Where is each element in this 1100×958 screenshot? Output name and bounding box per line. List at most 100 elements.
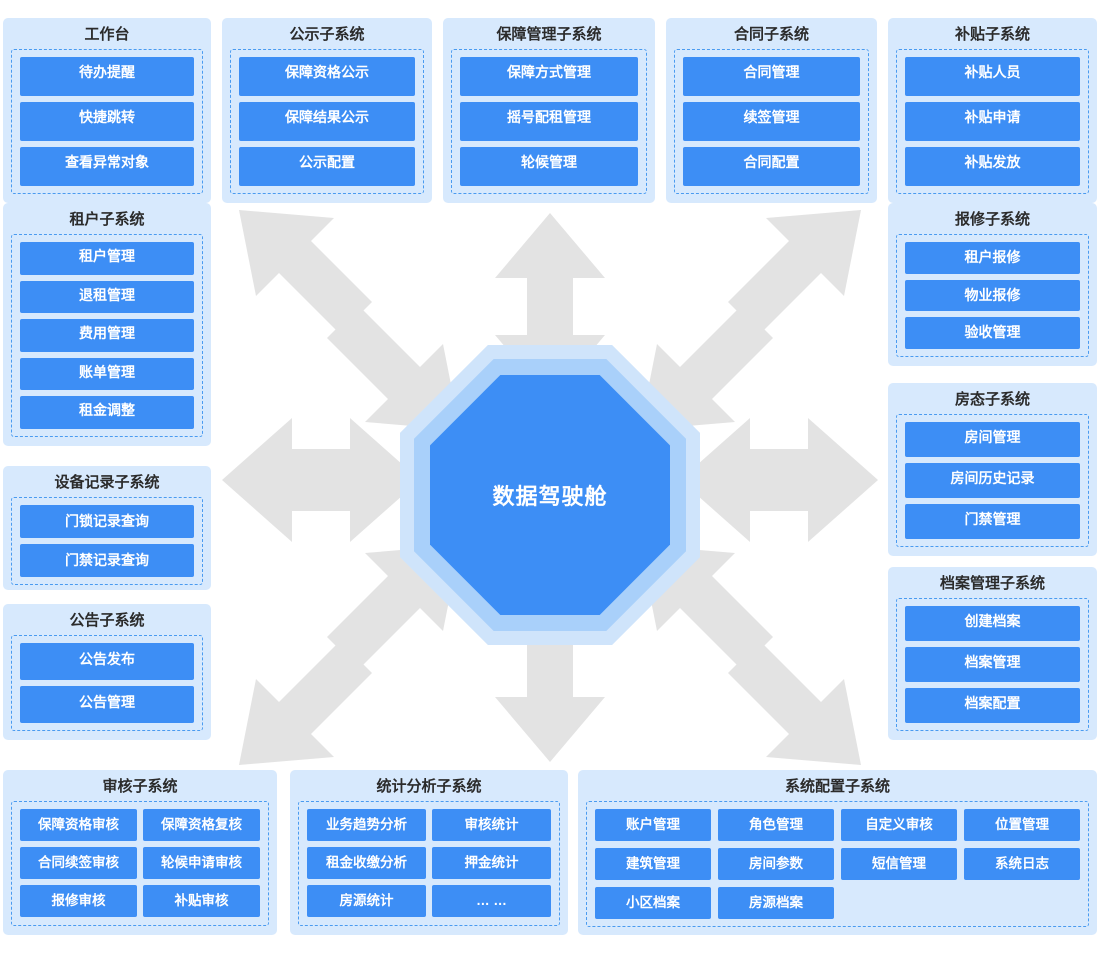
module-item[interactable]: 创建档案 — [905, 606, 1080, 641]
module-item[interactable]: 保障资格审核 — [20, 809, 137, 841]
module-item[interactable]: 待办提醒 — [20, 57, 194, 96]
module-item[interactable]: 业务趋势分析 — [307, 809, 426, 841]
module-group-audit: 保障资格审核 保障资格复核 合同续签审核 轮候申请审核 报修审核 补贴审核 — [11, 801, 269, 926]
hub-label: 数据驾驶舱 — [492, 484, 608, 509]
module-item[interactable]: 合同续签审核 — [20, 847, 137, 879]
module-group-notice: 公告发布 公告管理 — [11, 635, 203, 731]
panel-tenant: 租户子系统 租户管理 退租管理 费用管理 账单管理 租金调整 — [3, 203, 211, 446]
module-item[interactable]: 角色管理 — [718, 809, 834, 841]
module-item[interactable]: 系统日志 — [964, 848, 1080, 880]
hub-core-octagon — [430, 375, 670, 615]
module-group-device-records: 门锁记录查询 门禁记录查询 — [11, 497, 203, 585]
module-item[interactable]: 合同管理 — [683, 57, 860, 96]
module-item[interactable]: 租金调整 — [20, 396, 194, 429]
panel-title-room-state: 房态子系统 — [954, 391, 1030, 408]
panel-title-device-records: 设备记录子系统 — [54, 474, 160, 491]
module-group-room-state: 房间管理 房间历史记录 门禁管理 — [896, 414, 1089, 547]
module-item[interactable]: 门禁记录查询 — [20, 544, 194, 577]
module-item[interactable]: 门锁记录查询 — [20, 505, 194, 538]
panel-statistics-analysis: 统计分析子系统 业务趋势分析 审核统计 租金收缴分析 押金统计 房源统计 … … — [290, 770, 568, 935]
module-item[interactable]: 查看异常对象 — [20, 147, 194, 186]
module-item[interactable]: 审核统计 — [432, 809, 551, 841]
module-item[interactable]: 位置管理 — [964, 809, 1080, 841]
module-item[interactable]: 自定义审核 — [841, 809, 957, 841]
module-item[interactable]: 快捷跳转 — [20, 102, 194, 141]
module-item[interactable]: 档案管理 — [905, 647, 1080, 682]
panel-title-subsidy: 补贴子系统 — [954, 26, 1030, 43]
arrow-down-right — [728, 641, 861, 765]
arrow-down-right-ul — [327, 306, 460, 430]
panel-title-contract: 合同子系统 — [733, 26, 809, 43]
panel-title-notice: 公告子系统 — [69, 612, 145, 629]
module-group-subsidy: 补贴人员 补贴申请 补贴发放 — [896, 49, 1089, 194]
panel-title-guarantee-management: 保障管理子系统 — [496, 26, 602, 43]
module-item[interactable]: 报修审核 — [20, 885, 137, 917]
module-item[interactable]: 门禁管理 — [905, 504, 1080, 539]
arrow-down-left — [239, 641, 372, 765]
arrow-down — [495, 657, 605, 762]
panel-title-system-config: 系统配置子系统 — [784, 778, 890, 795]
module-item[interactable]: 补贴申请 — [905, 102, 1080, 141]
arrow-right-left — [304, 418, 420, 542]
module-item[interactable]: 物业报修 — [905, 279, 1080, 312]
module-item[interactable]: 短信管理 — [841, 848, 957, 880]
module-item[interactable]: 账户管理 — [595, 809, 711, 841]
module-item[interactable]: 房间参数 — [718, 848, 834, 880]
module-item[interactable]: 房间历史记录 — [905, 463, 1080, 498]
module-item[interactable]: 保障结果公示 — [239, 102, 415, 141]
module-item[interactable]: 验收管理 — [905, 317, 1080, 350]
panel-room-state: 房态子系统 房间管理 房间历史记录 门禁管理 — [888, 383, 1097, 556]
module-item[interactable]: 续签管理 — [683, 102, 860, 141]
module-item[interactable]: 补贴发放 — [905, 147, 1080, 186]
panel-audit: 审核子系统 保障资格审核 保障资格复核 合同续签审核 轮候申请审核 报修审核 补… — [3, 770, 277, 935]
module-item[interactable]: 公告发布 — [20, 643, 194, 680]
module-item[interactable]: 摇号配租管理 — [460, 102, 638, 141]
panel-guarantee-management: 保障管理子系统 保障方式管理 摇号配租管理 轮候管理 — [443, 18, 655, 203]
arrow-down-left-ur — [640, 306, 773, 430]
panel-title-statistics-analysis: 统计分析子系统 — [376, 778, 482, 795]
module-item[interactable]: 轮候申请审核 — [143, 847, 260, 879]
module-item[interactable]: 建筑管理 — [595, 848, 711, 880]
module-item[interactable]: 补贴人员 — [905, 57, 1080, 96]
module-item[interactable]: 小区档案 — [595, 887, 711, 919]
module-item[interactable]: 档案配置 — [905, 688, 1080, 723]
module-item[interactable]: 退租管理 — [20, 280, 194, 314]
module-item[interactable]: 房间管理 — [905, 422, 1080, 457]
module-item[interactable]: 费用管理 — [20, 319, 194, 352]
module-item[interactable]: 租金收缴分析 — [307, 847, 426, 879]
module-item[interactable]: 保障资格复核 — [143, 809, 260, 841]
panel-publicity: 公示子系统 保障资格公示 保障结果公示 公示配置 — [222, 18, 432, 203]
panel-title-tenant: 租户子系统 — [69, 211, 145, 228]
panel-repair: 报修子系统 租户报修 物业报修 验收管理 — [888, 203, 1097, 366]
module-group-contract: 合同管理 续签管理 合同配置 — [674, 49, 869, 194]
module-item[interactable]: 合同配置 — [683, 147, 860, 186]
arrow-up-left — [239, 210, 372, 334]
module-group-guarantee-management: 保障方式管理 摇号配租管理 轮候管理 — [451, 49, 647, 194]
module-item[interactable]: 租户报修 — [905, 242, 1080, 274]
module-group-archive-management: 创建档案 档案管理 档案配置 — [896, 598, 1089, 731]
module-item[interactable]: 公示配置 — [239, 147, 415, 186]
central-hub[interactable]: 数据驾驶舱 — [400, 345, 700, 645]
panel-contract: 合同子系统 合同管理 续签管理 合同配置 — [666, 18, 877, 203]
panel-workbench: 工作台 待办提醒 快捷跳转 查看异常对象 — [3, 18, 211, 203]
module-item[interactable]: 房源统计 — [307, 885, 426, 917]
module-group-publicity: 保障资格公示 保障结果公示 公示配置 — [230, 49, 424, 194]
panel-archive-management: 档案管理子系统 创建档案 档案管理 档案配置 — [888, 567, 1097, 740]
panel-title-workbench: 工作台 — [84, 26, 130, 43]
module-item[interactable]: 押金统计 — [432, 847, 551, 879]
module-item[interactable]: 租户管理 — [20, 242, 194, 275]
panel-notice: 公告子系统 公告发布 公告管理 — [3, 604, 211, 740]
module-item[interactable]: 保障方式管理 — [460, 57, 638, 96]
module-item[interactable]: 公告管理 — [20, 686, 194, 723]
module-item[interactable]: 房源档案 — [718, 887, 834, 919]
panel-system-config: 系统配置子系统 账户管理 角色管理 自定义审核 位置管理 建筑管理 房间参数 短… — [578, 770, 1097, 935]
module-item[interactable]: … … — [432, 885, 551, 917]
module-item[interactable]: 补贴审核 — [143, 885, 260, 917]
panel-title-repair: 报修子系统 — [954, 211, 1030, 228]
module-item[interactable]: 轮候管理 — [460, 147, 638, 186]
module-group-tenant: 租户管理 退租管理 费用管理 账单管理 租金调整 — [11, 234, 203, 437]
arrow-up-right — [728, 210, 861, 334]
module-item[interactable]: 账单管理 — [20, 357, 194, 391]
module-item[interactable]: 保障资格公示 — [239, 57, 415, 96]
arrow-left-right — [680, 418, 796, 542]
